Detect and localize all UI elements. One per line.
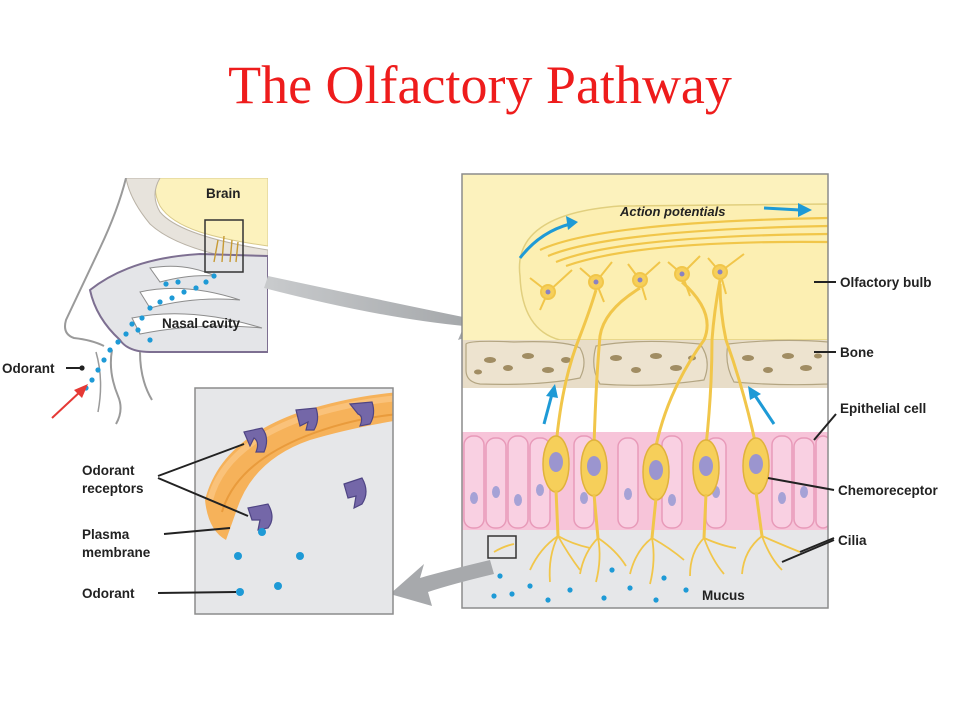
odorant-nose-label: Odorant (2, 361, 55, 376)
cilium-detail-box (487, 535, 517, 559)
inset-odorant-dots (234, 528, 304, 596)
detail-panel (462, 174, 828, 608)
olfactory-bulb-label: Olfactory bulb (840, 275, 932, 290)
mucus-label: Mucus (702, 588, 745, 603)
receptor-axons (554, 279, 758, 447)
inhalation-arrow (51, 384, 88, 419)
bone-label: Bone (840, 345, 874, 360)
slide-title: The Olfactory Pathway (228, 55, 732, 115)
olfactory-region-box (204, 219, 244, 273)
plasma-membrane-label-line2: membrane (82, 545, 151, 560)
epithelial-cell-label: Epithelial cell (840, 401, 926, 416)
chemoreceptor-label: Chemoreceptor (838, 483, 939, 498)
zoom-arrow-to-inset (390, 560, 494, 606)
olfactory-bulb-shape (518, 203, 828, 341)
odorant-receptors (243, 401, 375, 531)
nasal-cavity-region (88, 252, 268, 353)
nose-outline (64, 178, 127, 347)
action-potentials-label: Action potentials (619, 204, 725, 219)
odorant-receptors-label-line2: receptors (82, 481, 144, 496)
mucus-odorant-dots (491, 567, 689, 603)
odorant-receptors-label-line1: Odorant (82, 463, 135, 478)
epithelial-cells (463, 435, 828, 529)
odorant-inset-label: Odorant (82, 586, 135, 601)
receptor-inset-panel (195, 388, 393, 614)
nose-panel (0, 178, 268, 428)
plasma-membrane-label-line1: Plasma (82, 527, 130, 542)
signal-arrows (518, 206, 801, 425)
plasma-membrane-shape (205, 392, 393, 540)
mitral-cells (529, 253, 745, 311)
cilia-label: Cilia (838, 533, 867, 548)
bone-plates (465, 339, 828, 386)
brain-region (154, 178, 268, 247)
nasal-cavity-label: Nasal cavity (162, 316, 241, 331)
zoom-arrow-to-detail (264, 276, 500, 340)
brain-label: Brain (206, 186, 241, 201)
cilia (529, 535, 801, 585)
nose-odorant-dots (83, 273, 217, 391)
